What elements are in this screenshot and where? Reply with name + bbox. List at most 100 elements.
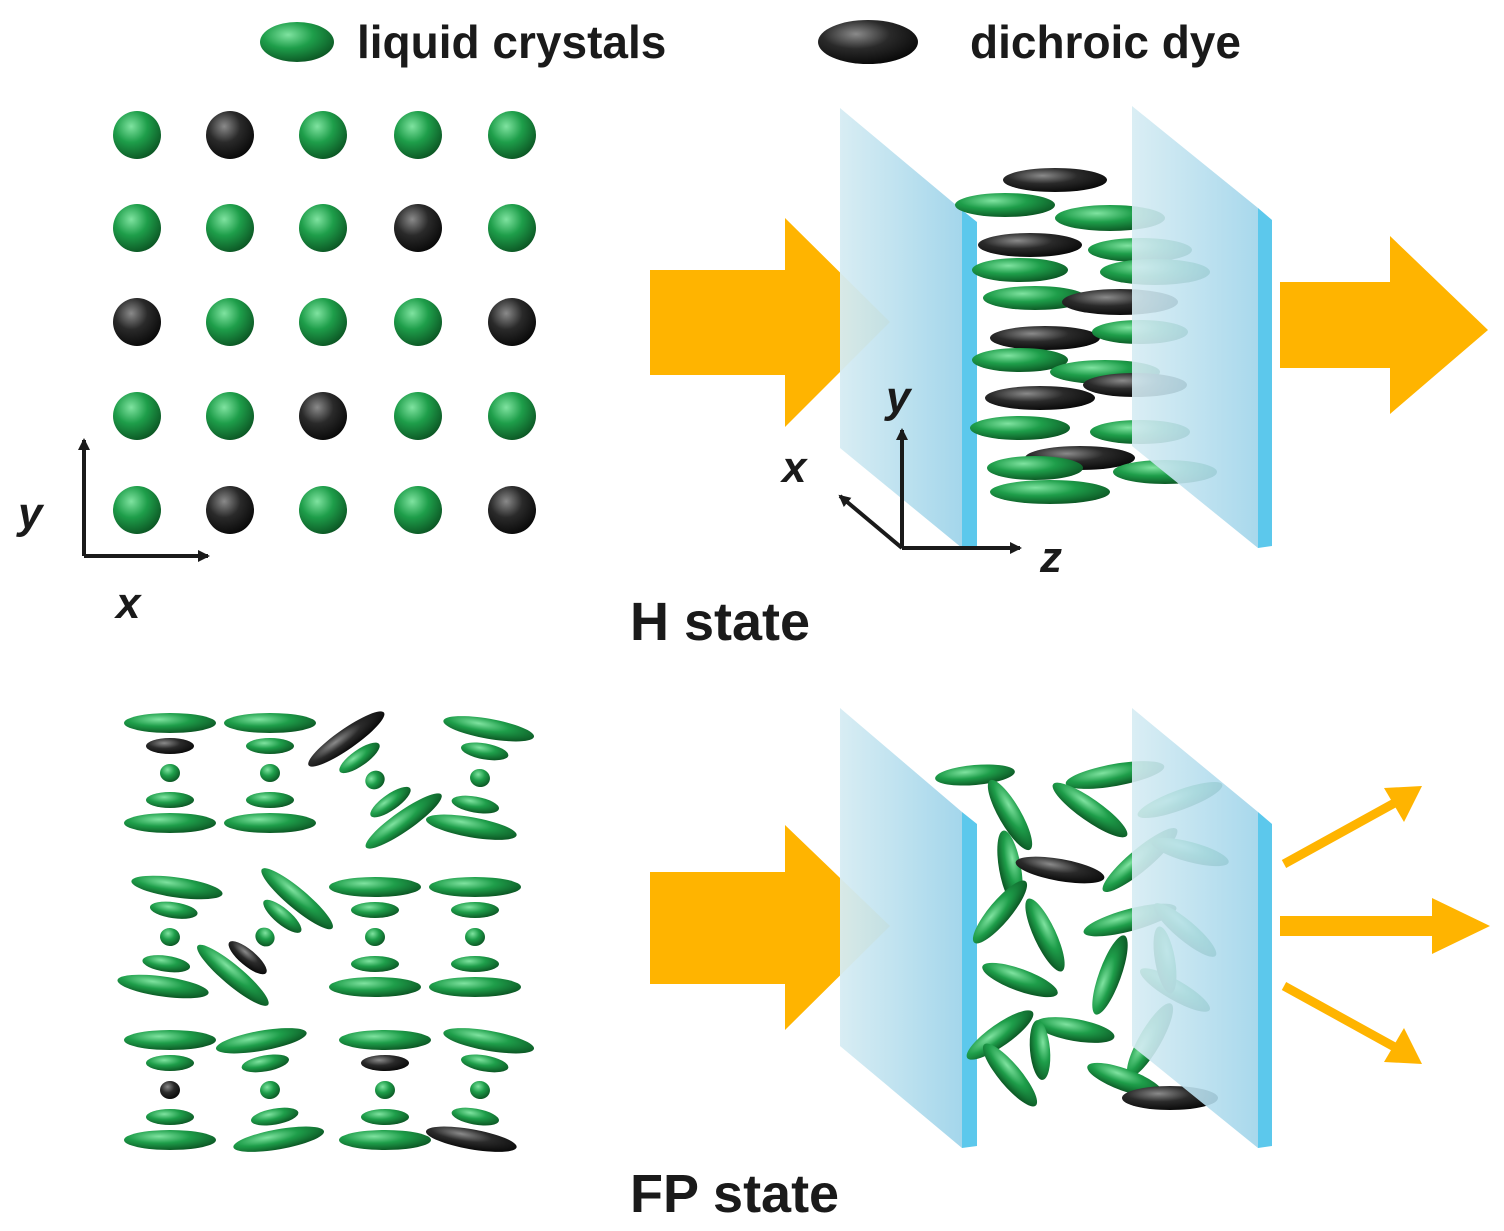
focal-conic-domain [224,713,316,833]
liquid-crystal-molecule [461,1054,509,1073]
liquid-crystal-molecule [990,480,1110,504]
liquid-crystal-molecule [394,486,442,534]
dye-molecule [1003,168,1107,192]
liquid-crystal-molecule [1052,782,1128,838]
liquid-crystal-molecule [394,298,442,346]
legend-liquid-crystal-icon [260,22,334,62]
liquid-crystal-molecule [465,928,485,946]
liquid-crystal-molecule [375,1081,395,1099]
dye-molecule [308,711,385,767]
liquid-crystal-molecule [470,1080,490,1100]
liquid-crystal-molecule [339,742,380,774]
liquid-crystal-molecule [987,456,1083,480]
liquid-crystal-molecule [113,486,161,534]
liquid-crystal-molecule [251,1107,299,1126]
focal-conic-domain [425,1028,535,1152]
liquid-crystal-molecule [146,792,194,808]
liquid-crystal-molecule [970,416,1070,440]
liquid-crystal-molecule [365,928,385,946]
liquid-crystal-molecule [206,298,254,346]
fp-state-domains [117,711,535,1152]
liquid-crystal-molecule [1035,1017,1115,1043]
dye-molecule [488,298,536,346]
dye-molecule [206,486,254,534]
liquid-crystal-molecule [983,286,1087,310]
cell-x-label: x [780,443,808,492]
liquid-crystal-molecule [224,813,316,833]
liquid-crystal-molecule [131,875,223,900]
liquid-crystal-molecule [339,1130,431,1150]
liquid-crystal-molecule [255,927,275,947]
liquid-crystal-molecule [451,956,499,972]
liquid-crystal-molecule [425,814,517,840]
liquid-crystal-molecule [329,977,421,997]
cell-y-label: y [884,373,913,422]
liquid-crystal-molecule [260,764,280,782]
focal-conic-domain [117,875,223,999]
dye-molecule [985,386,1095,410]
liquid-crystal-molecule [206,392,254,440]
liquid-crystal-molecule [443,1028,535,1054]
fp-state-cell: FP state [630,708,1490,1224]
grid-y-label: y [16,489,45,538]
focal-conic-domain [124,713,216,833]
dye-molecule [488,486,536,534]
dye-molecule [990,326,1100,350]
liquid-crystal-molecule [429,877,521,897]
focal-conic-domain [124,1030,216,1150]
liquid-crystal-molecule [160,764,180,782]
fp-scattered-arrow-down [1281,982,1403,1054]
dye-molecule [206,111,254,159]
liquid-crystal-molecule [365,770,385,790]
h-cell-axes: y x z [780,373,1062,582]
liquid-crystal-molecule [1025,898,1065,972]
focal-conic-domain [197,868,333,1006]
liquid-crystal-molecule [246,738,294,754]
fp-scattered-arrow-up [1281,796,1403,868]
liquid-crystal-molecule [146,1055,194,1071]
liquid-crystal-molecule [160,927,180,947]
legend-dye-icon [818,20,918,64]
liquid-crystal-molecule [260,1080,280,1100]
liquid-crystal-molecule [146,1109,194,1125]
liquid-crystal-molecule [224,713,316,733]
focal-conic-domain [215,1028,325,1152]
dye-molecule [394,204,442,252]
liquid-crystal-molecule [263,899,302,933]
h-incoming-light-arrow [650,218,890,427]
liquid-crystal-molecule [370,786,411,818]
h-grid-axes: y x [16,438,210,628]
h-state-cell: y x z H state [630,106,1488,652]
fp-scattered-light-arrows [1280,786,1490,1064]
h-back-glass-plate [1132,106,1272,548]
h-state-molecule-grid [113,111,536,534]
liquid-crystal-molecule [351,902,399,918]
liquid-crystal-molecule [241,1054,289,1073]
liquid-crystal-molecule [215,1028,307,1054]
legend-liquid-crystal-label: liquid crystals [357,16,666,68]
liquid-crystal-molecule [488,204,536,252]
liquid-crystal-molecule [470,768,490,788]
liquid-crystal-molecule [149,901,198,919]
liquid-crystal-molecule [113,111,161,159]
liquid-crystal-molecule [443,716,535,742]
liquid-crystal-molecule [124,1030,216,1050]
liquid-crystal-molecule [299,298,347,346]
liquid-crystal-molecule [197,944,269,1006]
liquid-crystal-molecule [451,795,499,814]
liquid-crystal-molecule [935,764,1015,786]
dye-molecule [228,941,267,975]
liquid-crystal-molecule [488,392,536,440]
dye-molecule [425,1126,517,1152]
liquid-crystal-molecule [1092,935,1128,1015]
dye-molecule [361,1055,409,1071]
liquid-crystal-molecule [246,792,294,808]
liquid-crystal-molecule [142,955,191,973]
focal-conic-domain [339,1030,431,1150]
focal-conic-domain [425,716,535,840]
liquid-crystal-molecule [982,1043,1038,1107]
liquid-crystal-molecule [451,902,499,918]
liquid-crystal-molecule [972,258,1068,282]
liquid-crystal-molecule [299,486,347,534]
